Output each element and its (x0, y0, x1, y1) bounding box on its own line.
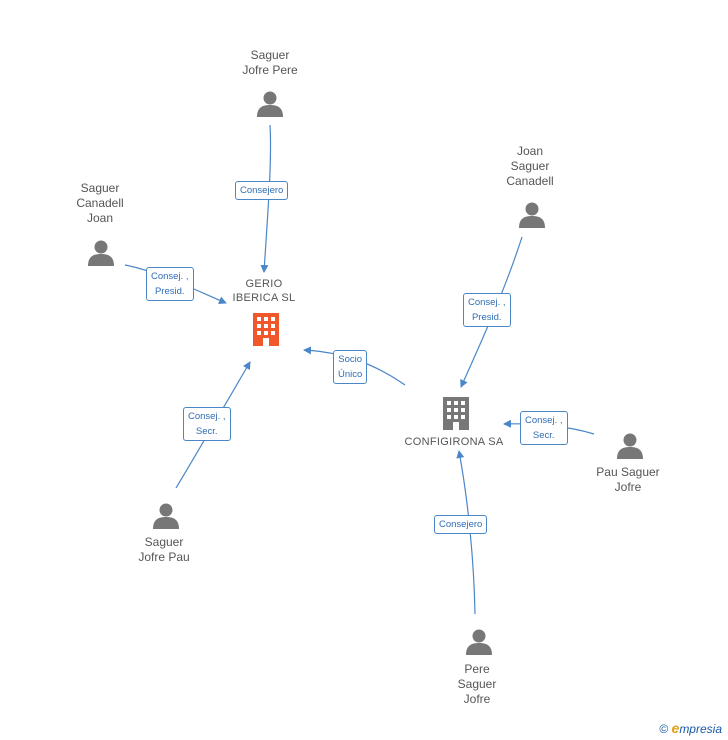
person-icon[interactable] (519, 202, 545, 229)
edge-label-consej-secr[interactable]: Consej. , Secr. (183, 407, 231, 441)
person-icon[interactable] (257, 91, 283, 118)
edge-label-consejero[interactable]: Consejero (434, 515, 488, 534)
brand-name: mpresia (679, 722, 722, 736)
person-icon[interactable] (617, 433, 643, 460)
person-label[interactable]: Pau Saguer Jofre (596, 465, 660, 494)
person-label[interactable]: Joan Saguer Canadell (506, 144, 554, 188)
edge-label-consej-presid[interactable]: Consej. , Presid. (463, 293, 511, 327)
person-icon[interactable] (153, 503, 179, 530)
building-icon[interactable] (253, 313, 279, 346)
person-icon[interactable] (466, 629, 492, 656)
edge-label-socio-unico[interactable]: Socio Único (333, 350, 368, 384)
person-label[interactable]: Saguer Jofre Pau (138, 535, 190, 564)
building-icon[interactable] (443, 397, 469, 430)
person-label[interactable]: Saguer Jofre Pere (242, 48, 298, 77)
person-label[interactable]: Saguer Canadell Joan (76, 181, 124, 225)
edge-label-consejero[interactable]: Consejero (235, 181, 289, 200)
person-icon[interactable] (88, 240, 114, 267)
company-label[interactable]: CONFIGIRONA SA (404, 436, 504, 448)
brand-logo-e: e (671, 720, 680, 736)
company-label[interactable]: GERIO IBERICA SL (232, 278, 296, 304)
person-label[interactable]: Pere Saguer Jofre (457, 662, 497, 706)
copyright-icon: © (659, 722, 669, 736)
edge-label-consej-secr[interactable]: Consej. , Secr. (520, 411, 568, 445)
footer-brand[interactable]: © empresia (659, 720, 722, 736)
edge-label-consej-presid[interactable]: Consej. , Presid. (146, 267, 194, 301)
